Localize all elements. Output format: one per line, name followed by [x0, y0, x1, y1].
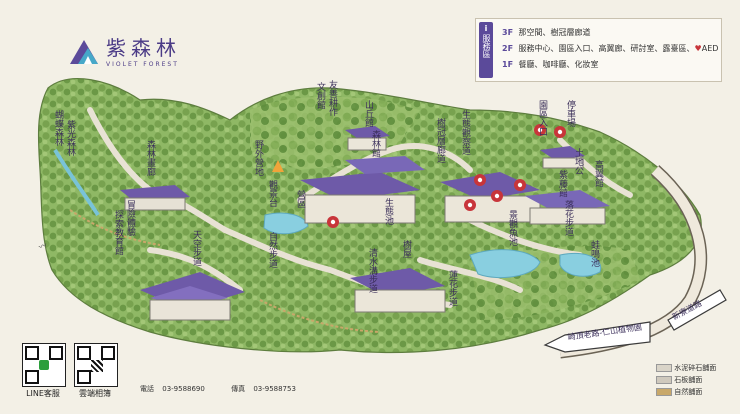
qr-line[interactable] — [22, 343, 66, 387]
service-badge: i 服務區 — [479, 22, 493, 78]
map-label: 落花步道 — [563, 199, 574, 237]
map-label: 停車場 — [565, 99, 576, 128]
legend-swatch — [656, 376, 672, 384]
legend-swatch — [656, 364, 672, 372]
map-label-group: 蝴蝶森林 紫光森林 森林畫廊 冒險體驗 探索教育館 野外營地 友善耕作 文創館 … — [53, 79, 604, 307]
road-banner-ren: 崎頂老路-仁山植物園 — [543, 321, 651, 353]
map-label: 天空步道 — [191, 230, 202, 267]
map-label: 山丘館 — [363, 100, 374, 128]
map-label: 自然步道 — [267, 231, 278, 269]
location-pin-icon[interactable] — [514, 179, 526, 191]
legend-item: 石板舖面 — [656, 374, 716, 386]
aed-label: AED — [701, 44, 719, 53]
map-label: 野外營地 — [253, 140, 264, 176]
building-service[interactable] — [440, 172, 610, 225]
location-pin-icon[interactable] — [474, 174, 486, 186]
map-label: 土地公 — [573, 147, 584, 175]
brand-header: 紫森林 VIOLET FOREST — [68, 30, 181, 70]
service-panel: i 服務區 3F 那空間、樹冠層廊道 2F 服務中心、園區入口、高翼廊、研討室、… — [475, 18, 722, 82]
phone-label: 電話 — [140, 385, 154, 393]
building-big-left[interactable] — [140, 272, 245, 321]
location-pin-icon[interactable] — [534, 124, 546, 136]
map-label: 園區入口 — [537, 100, 548, 136]
legend-item: 水泥碎石舖面 — [656, 362, 716, 374]
map-label: 友善耕作 — [327, 79, 338, 117]
brand-subtitle: VIOLET FOREST — [106, 61, 179, 68]
building-center[interactable] — [300, 156, 425, 224]
info-icon: i — [484, 24, 488, 33]
legend-item: 自然舖面 — [656, 386, 716, 398]
map-label: 樹冠層廊道 — [435, 117, 446, 164]
map-label: 蓮花步道 — [447, 269, 458, 307]
fax-number: 03-9588753 — [253, 385, 296, 393]
map-label: 蝴蝶森林 — [53, 109, 64, 147]
building-gaoyi[interactable] — [540, 146, 585, 169]
building-left[interactable] — [120, 185, 190, 211]
location-pin-icon[interactable] — [491, 190, 503, 202]
location-pin-icon[interactable] — [464, 199, 476, 211]
map-label: 高翼館 — [593, 159, 604, 188]
map-label: 景觀魚池 — [507, 210, 518, 246]
map-label: 紫藤館 — [557, 170, 568, 198]
map-label: 營區 — [295, 189, 306, 208]
building-water[interactable] — [350, 268, 446, 313]
pond-3 — [263, 212, 309, 235]
fax-label: 傳真 — [231, 385, 246, 393]
map-label: 森林畫廊 — [145, 139, 156, 177]
location-pin-icon[interactable] — [554, 126, 566, 138]
artist-signature: 〰 — [38, 241, 49, 252]
legend: 水泥碎石舖面 石板舖面 自然舖面 — [656, 362, 716, 398]
qr-label: 雲端相簿 — [79, 389, 111, 398]
qr-album[interactable] — [74, 343, 118, 387]
floor-row: 2F 服務中心、園區入口、高翼廊、研討室、露臺區、♥AED — [502, 44, 719, 53]
aed-heart-icon: ♥ — [694, 44, 702, 53]
service-badge-label: 服務區 — [482, 34, 491, 58]
map-label: 紫光森林 — [65, 120, 76, 157]
map-label: 樹屋 — [401, 239, 412, 259]
map-label: 文創館 — [315, 81, 326, 110]
map-label: 探索教育館 — [113, 209, 124, 256]
map-label: 蛙鳴池 — [589, 239, 600, 267]
floor-row: 3F 那空間、樹冠層廊道 — [502, 28, 591, 37]
stream — [53, 148, 100, 217]
map-label: 生態池 — [383, 197, 394, 225]
map-label: 觀景台 — [267, 179, 278, 208]
logo-icon — [70, 40, 98, 64]
map-label: 清水溝步道 — [367, 247, 378, 294]
pond-2 — [559, 253, 602, 277]
floor-row: 1F 餐廳、咖啡廳、化妝室 — [502, 60, 599, 69]
pond-1 — [469, 249, 541, 279]
location-pin-icon[interactable] — [327, 216, 339, 228]
brand-title: 紫森林 — [106, 36, 181, 60]
contact-info: 電話 03-9588690 傳真 03-9588753 — [140, 384, 296, 394]
building-mountain[interactable] — [345, 126, 390, 151]
trail-network — [87, 107, 633, 308]
legend-swatch — [656, 388, 672, 396]
map-label: 冒險體驗 — [125, 200, 136, 237]
map-label: 森林館 — [370, 129, 381, 158]
campfire-icon — [272, 160, 284, 172]
map-label: 生態觀察道 — [460, 109, 471, 156]
qr-label: LINE客服 — [26, 389, 60, 398]
phone-number: 03-9588690 — [162, 385, 205, 393]
